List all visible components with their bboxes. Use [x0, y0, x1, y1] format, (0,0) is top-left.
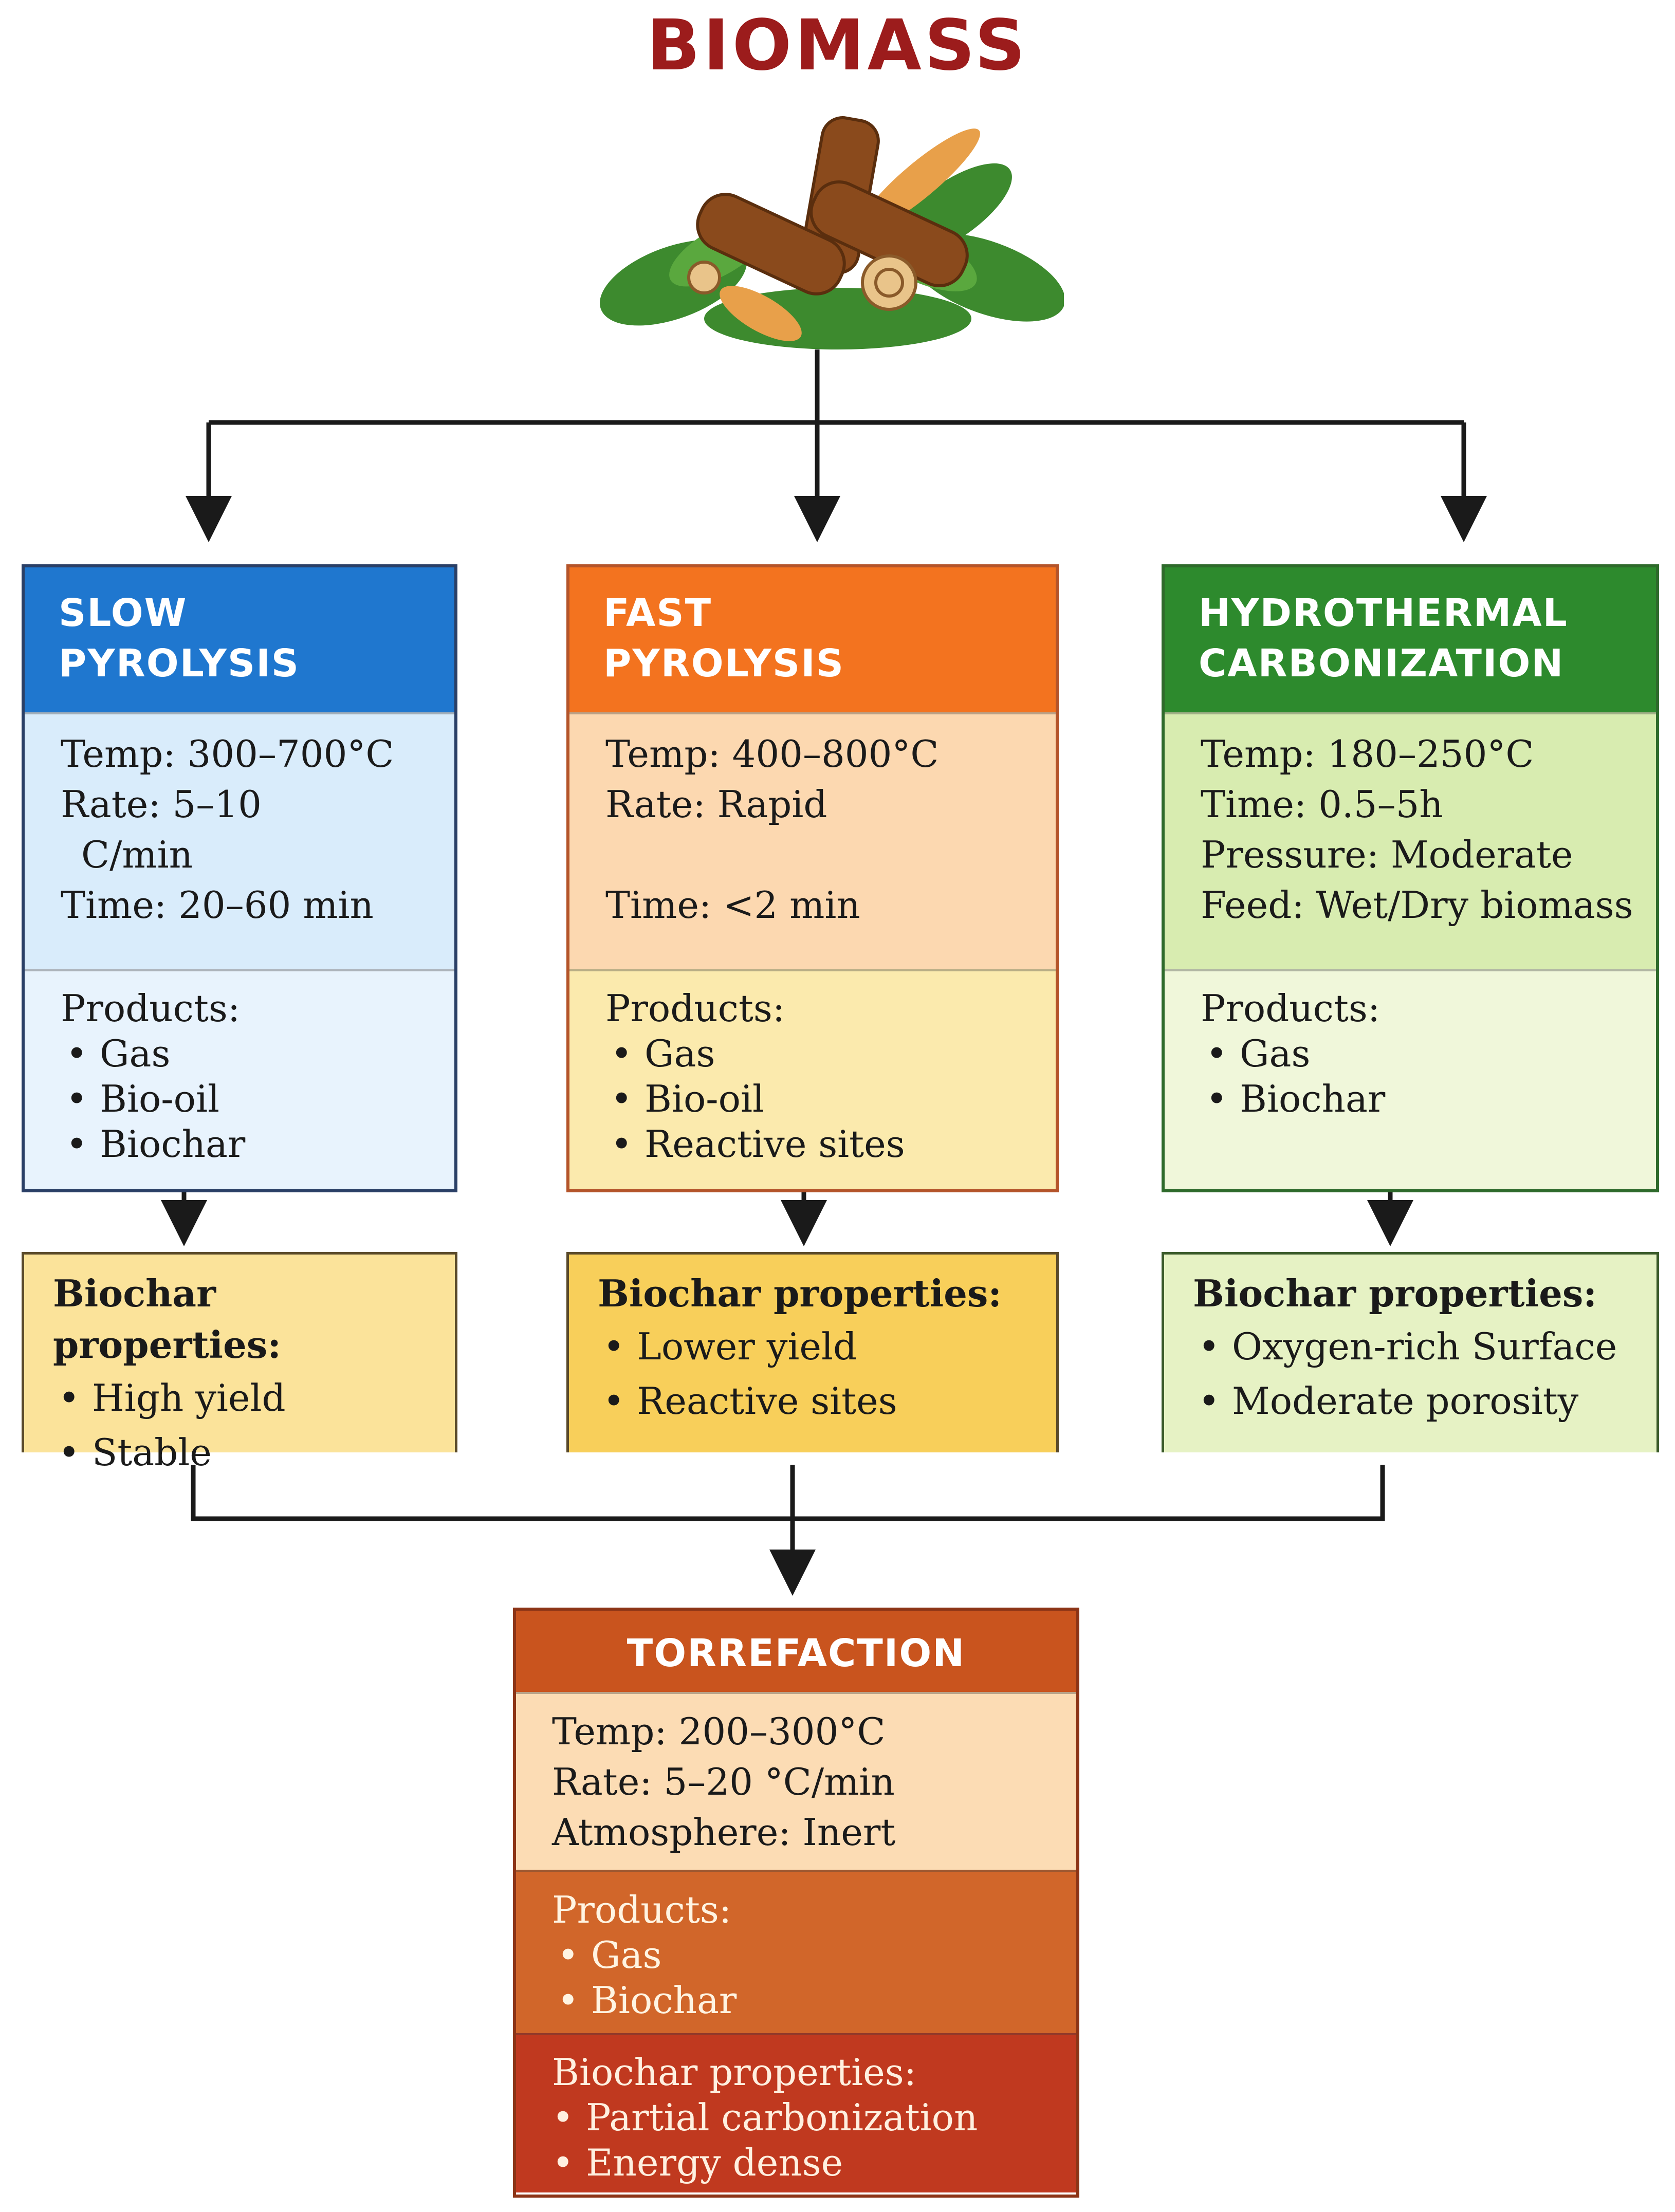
param-temp: Temp: 180–250°C — [1201, 732, 1534, 776]
list-item: Lower yield — [598, 1319, 1056, 1374]
param-time: Time: 0.5–5h — [1201, 783, 1443, 826]
torrefaction-params: Temp: 200–300°C Rate: 5–20 °C/min Atmosp… — [516, 1692, 1076, 1870]
fast-pyrolysis-header: FAST PYROLYSIS — [569, 567, 1056, 712]
param-atmosphere: Atmosphere: Inert — [552, 1811, 896, 1854]
fast-pyrolysis-biochar-properties: Biochar properties: Lower yield Reactive… — [566, 1252, 1059, 1452]
merge-line — [191, 1465, 1385, 1521]
slow-pyrolysis-biochar-properties: Biochar properties: High yield Stable — [22, 1252, 457, 1474]
torrefaction-header: TORREFACTION — [516, 1611, 1076, 1692]
list-item: Biochar — [61, 1121, 454, 1167]
param-pressure: Pressure: Moderate — [1201, 833, 1573, 876]
list-item: Oxygen-rich Surface — [1193, 1319, 1656, 1374]
list-item: Gas — [1201, 1031, 1656, 1076]
param-feed: Feed: Wet/Dry biomass — [1201, 883, 1633, 927]
list-item: Moderate porosity — [1193, 1374, 1656, 1428]
slow-pyrolysis-box: SLOW PYROLYSIS Temp: 300–700°C Rate: 5–1… — [22, 564, 457, 1192]
list-item: Reactive sites — [598, 1374, 1056, 1428]
biochar-properties-label: Biochar properties: — [598, 1271, 1002, 1315]
products-label: Products: — [552, 1888, 732, 1931]
torrefaction-biochar-properties: Biochar properties: Partial carbonizatio… — [516, 2033, 1076, 2192]
fast-pyrolysis-products: Products: Gas Bio-oil Reactive sites — [569, 969, 1056, 1189]
products-label: Products: — [1201, 987, 1381, 1030]
products-label: Products: — [61, 987, 241, 1030]
list-item: Stable — [53, 1425, 455, 1480]
list-item: Gas — [605, 1031, 1056, 1076]
slow-pyrolysis-params: Temp: 300–700°C Rate: 5–10 C/min Time: 2… — [25, 712, 454, 969]
param-rate: Rate: Rapid — [605, 783, 827, 826]
diagram-title: BIOMASS — [647, 5, 1028, 86]
hydrothermal-carbonization-header: HYDROTHERMAL CARBONIZATION — [1165, 567, 1656, 712]
fast-pyrolysis-params: Temp: 400–800°C Rate: Rapid Time: <2 min — [569, 712, 1056, 969]
param-temp: Temp: 400–800°C — [605, 732, 939, 776]
list-item: Energy dense — [552, 2140, 1076, 2185]
list-item: Bio-oil — [605, 1076, 1056, 1121]
list-item: Gas — [61, 1031, 454, 1076]
biochar-properties-label: Biochar properties: — [552, 2051, 916, 2094]
list-item: Biochar — [552, 1978, 1076, 2023]
param-time: Time: 20–60 min — [61, 883, 374, 927]
hydrothermal-carbonization-products: Products: Gas Biochar — [1165, 969, 1656, 1189]
biochar-properties-label: Biochar properties: — [53, 1271, 281, 1367]
param-rate-unit: C/min — [81, 833, 193, 876]
list-item: Biochar — [1201, 1076, 1656, 1121]
products-label: Products: — [605, 987, 785, 1030]
slow-pyrolysis-header: SLOW PYROLYSIS — [25, 567, 454, 712]
biochar-properties-label: Biochar properties: — [1193, 1271, 1597, 1315]
hydrothermal-biochar-properties: Biochar properties: Oxygen-rich Surface … — [1162, 1252, 1659, 1452]
list-item: Reactive sites — [605, 1121, 1056, 1167]
torrefaction-products: Products: Gas Biochar — [516, 1870, 1076, 2033]
param-rate: Rate: 5–10 — [61, 783, 262, 826]
biomass-logs-leaves-roots-icon — [600, 116, 1064, 349]
torrefaction-box: TORREFACTION Temp: 200–300°C Rate: 5–20 … — [513, 1608, 1079, 2198]
list-item: High yield — [53, 1371, 455, 1425]
param-temp: Temp: 200–300°C — [552, 1710, 886, 1753]
fast-pyrolysis-box: FAST PYROLYSIS Temp: 400–800°C Rate: Rap… — [566, 564, 1059, 1192]
list-item: Gas — [552, 1932, 1076, 1978]
list-item: Partial carbonization — [552, 2095, 1076, 2140]
hydrothermal-carbonization-params: Temp: 180–250°C Time: 0.5–5h Pressure: M… — [1165, 712, 1656, 969]
param-temp: Temp: 300–700°C — [61, 732, 394, 776]
hydrothermal-carbonization-box: HYDROTHERMAL CARBONIZATION Temp: 180–250… — [1162, 564, 1659, 1192]
param-rate: Rate: 5–20 °C/min — [552, 1760, 895, 1803]
param-time: Time: <2 min — [605, 883, 860, 927]
list-item: Bio-oil — [61, 1076, 454, 1121]
slow-pyrolysis-products: Products: Gas Bio-oil Biochar — [25, 969, 454, 1189]
